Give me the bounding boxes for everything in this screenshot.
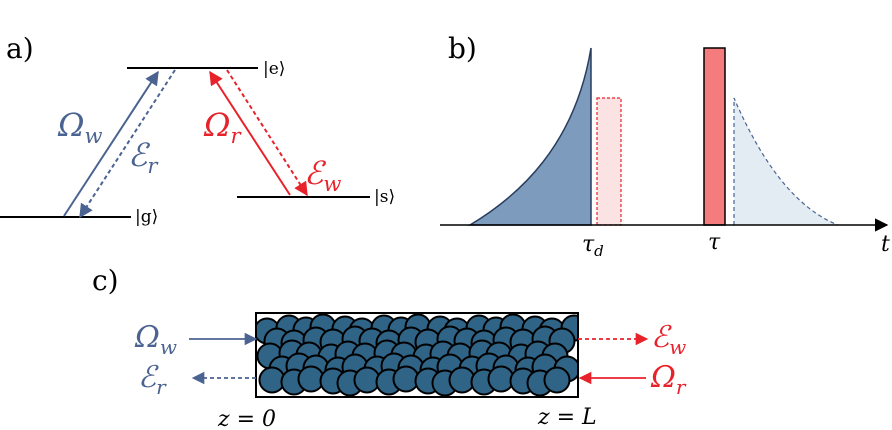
field-r-beam-label: ℰr xyxy=(138,360,167,399)
excited-state-label: |e⟩ xyxy=(263,59,285,79)
tau-d-label: τd xyxy=(582,232,604,260)
tau-label: τ xyxy=(708,230,721,255)
panel-b: b) t τd τ xyxy=(440,32,890,260)
field-w-label: ℰw xyxy=(304,154,341,196)
field-w-beam-label: ℰw xyxy=(651,320,686,359)
panel-c: c) Ωw ℰr ℰw Ωr z = 0 z = L xyxy=(92,264,687,430)
omega-w-beam-label: Ωw xyxy=(134,320,177,359)
omega-w-label: Ωw xyxy=(57,106,103,148)
retrieved-field-outline xyxy=(733,97,839,226)
time-axis-label: t xyxy=(881,232,890,257)
field-w-transition-arrow xyxy=(226,69,308,197)
emitted-write-field-pulse xyxy=(596,97,622,226)
atom-cloud xyxy=(257,314,577,396)
omega-r-beam-label: Ωr xyxy=(650,360,687,399)
z-zero-label: z = 0 xyxy=(217,407,276,430)
panel-a-label: a) xyxy=(6,32,34,65)
omega-r-label: Ωr xyxy=(203,106,243,148)
ground-state-label: |g⟩ xyxy=(135,207,158,227)
field-r-transition-arrow xyxy=(79,69,176,219)
z-length-label: z = L xyxy=(537,405,597,430)
panel-a: a) |e⟩ |g⟩ |s⟩ Ωw ℰr Ωr ℰw xyxy=(0,32,395,227)
panel-c-label: c) xyxy=(92,264,119,297)
field-r-label: ℰr xyxy=(128,136,159,178)
retrieved-field-fill xyxy=(734,98,838,225)
write-pulse-shape xyxy=(467,47,592,226)
storage-state-label: |s⟩ xyxy=(374,187,395,207)
panel-b-label: b) xyxy=(448,32,477,65)
omega-r-transition-arrow xyxy=(209,70,291,196)
atom xyxy=(543,366,571,394)
omega-w-transition-arrow xyxy=(63,70,159,217)
read-pulse xyxy=(703,47,726,226)
